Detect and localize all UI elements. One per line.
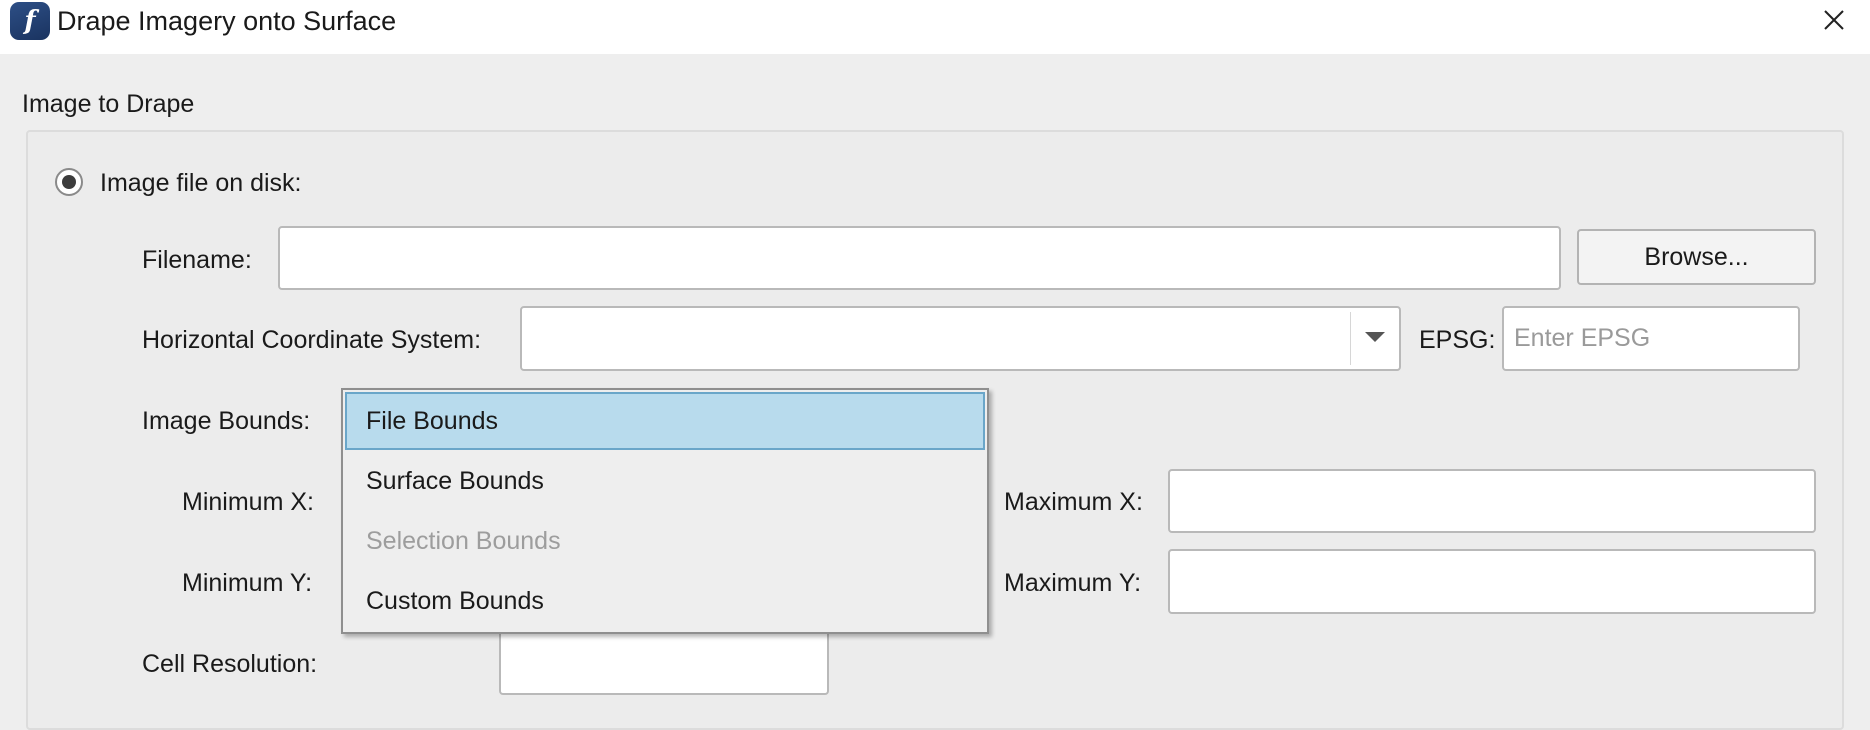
chevron-down-icon[interactable] — [1365, 332, 1385, 342]
max-x-input[interactable] — [1168, 469, 1816, 533]
image-bounds-label: Image Bounds: — [142, 407, 311, 435]
app-logo-icon: f — [10, 2, 50, 40]
cell-resolution-label: Cell Resolution: — [142, 650, 318, 678]
min-x-label: Minimum X: — [182, 488, 314, 516]
coord-system-combo[interactable] — [520, 306, 1401, 371]
coord-system-label: Horizontal Coordinate System: — [142, 326, 482, 354]
filename-label: Filename: — [142, 246, 252, 274]
title-bar: f Drape Imagery onto Surface — [0, 0, 1870, 54]
epsg-label: EPSG: — [1419, 326, 1496, 354]
epsg-input[interactable] — [1502, 306, 1800, 371]
max-y-input[interactable] — [1168, 549, 1816, 614]
dropdown-option-surface-bounds[interactable]: Surface Bounds — [366, 467, 544, 495]
image-bounds-dropdown-list[interactable]: File Bounds Surface Bounds Selection Bou… — [341, 388, 989, 634]
dropdown-option-file-bounds[interactable]: File Bounds — [345, 392, 985, 450]
browse-button[interactable]: Browse... — [1577, 229, 1816, 285]
min-y-label: Minimum Y: — [182, 569, 313, 597]
max-x-label: Maximum X: — [1004, 488, 1143, 516]
filename-input[interactable] — [278, 226, 1561, 290]
cell-resolution-input[interactable] — [499, 630, 829, 695]
max-y-label: Maximum Y: — [1004, 569, 1142, 597]
close-button[interactable] — [1816, 2, 1852, 38]
dropdown-option-custom-bounds[interactable]: Custom Bounds — [366, 587, 544, 615]
window-title: Drape Imagery onto Surface — [57, 6, 397, 36]
image-file-radio[interactable] — [55, 168, 83, 196]
close-icon — [1824, 10, 1844, 30]
combo-separator — [1350, 312, 1351, 365]
image-file-radio-label[interactable]: Image file on disk: — [100, 169, 302, 197]
dropdown-option-selection-bounds: Selection Bounds — [366, 527, 561, 555]
section-label-image-to-drape: Image to Drape — [22, 90, 195, 118]
radio-checked-indicator — [62, 175, 76, 189]
